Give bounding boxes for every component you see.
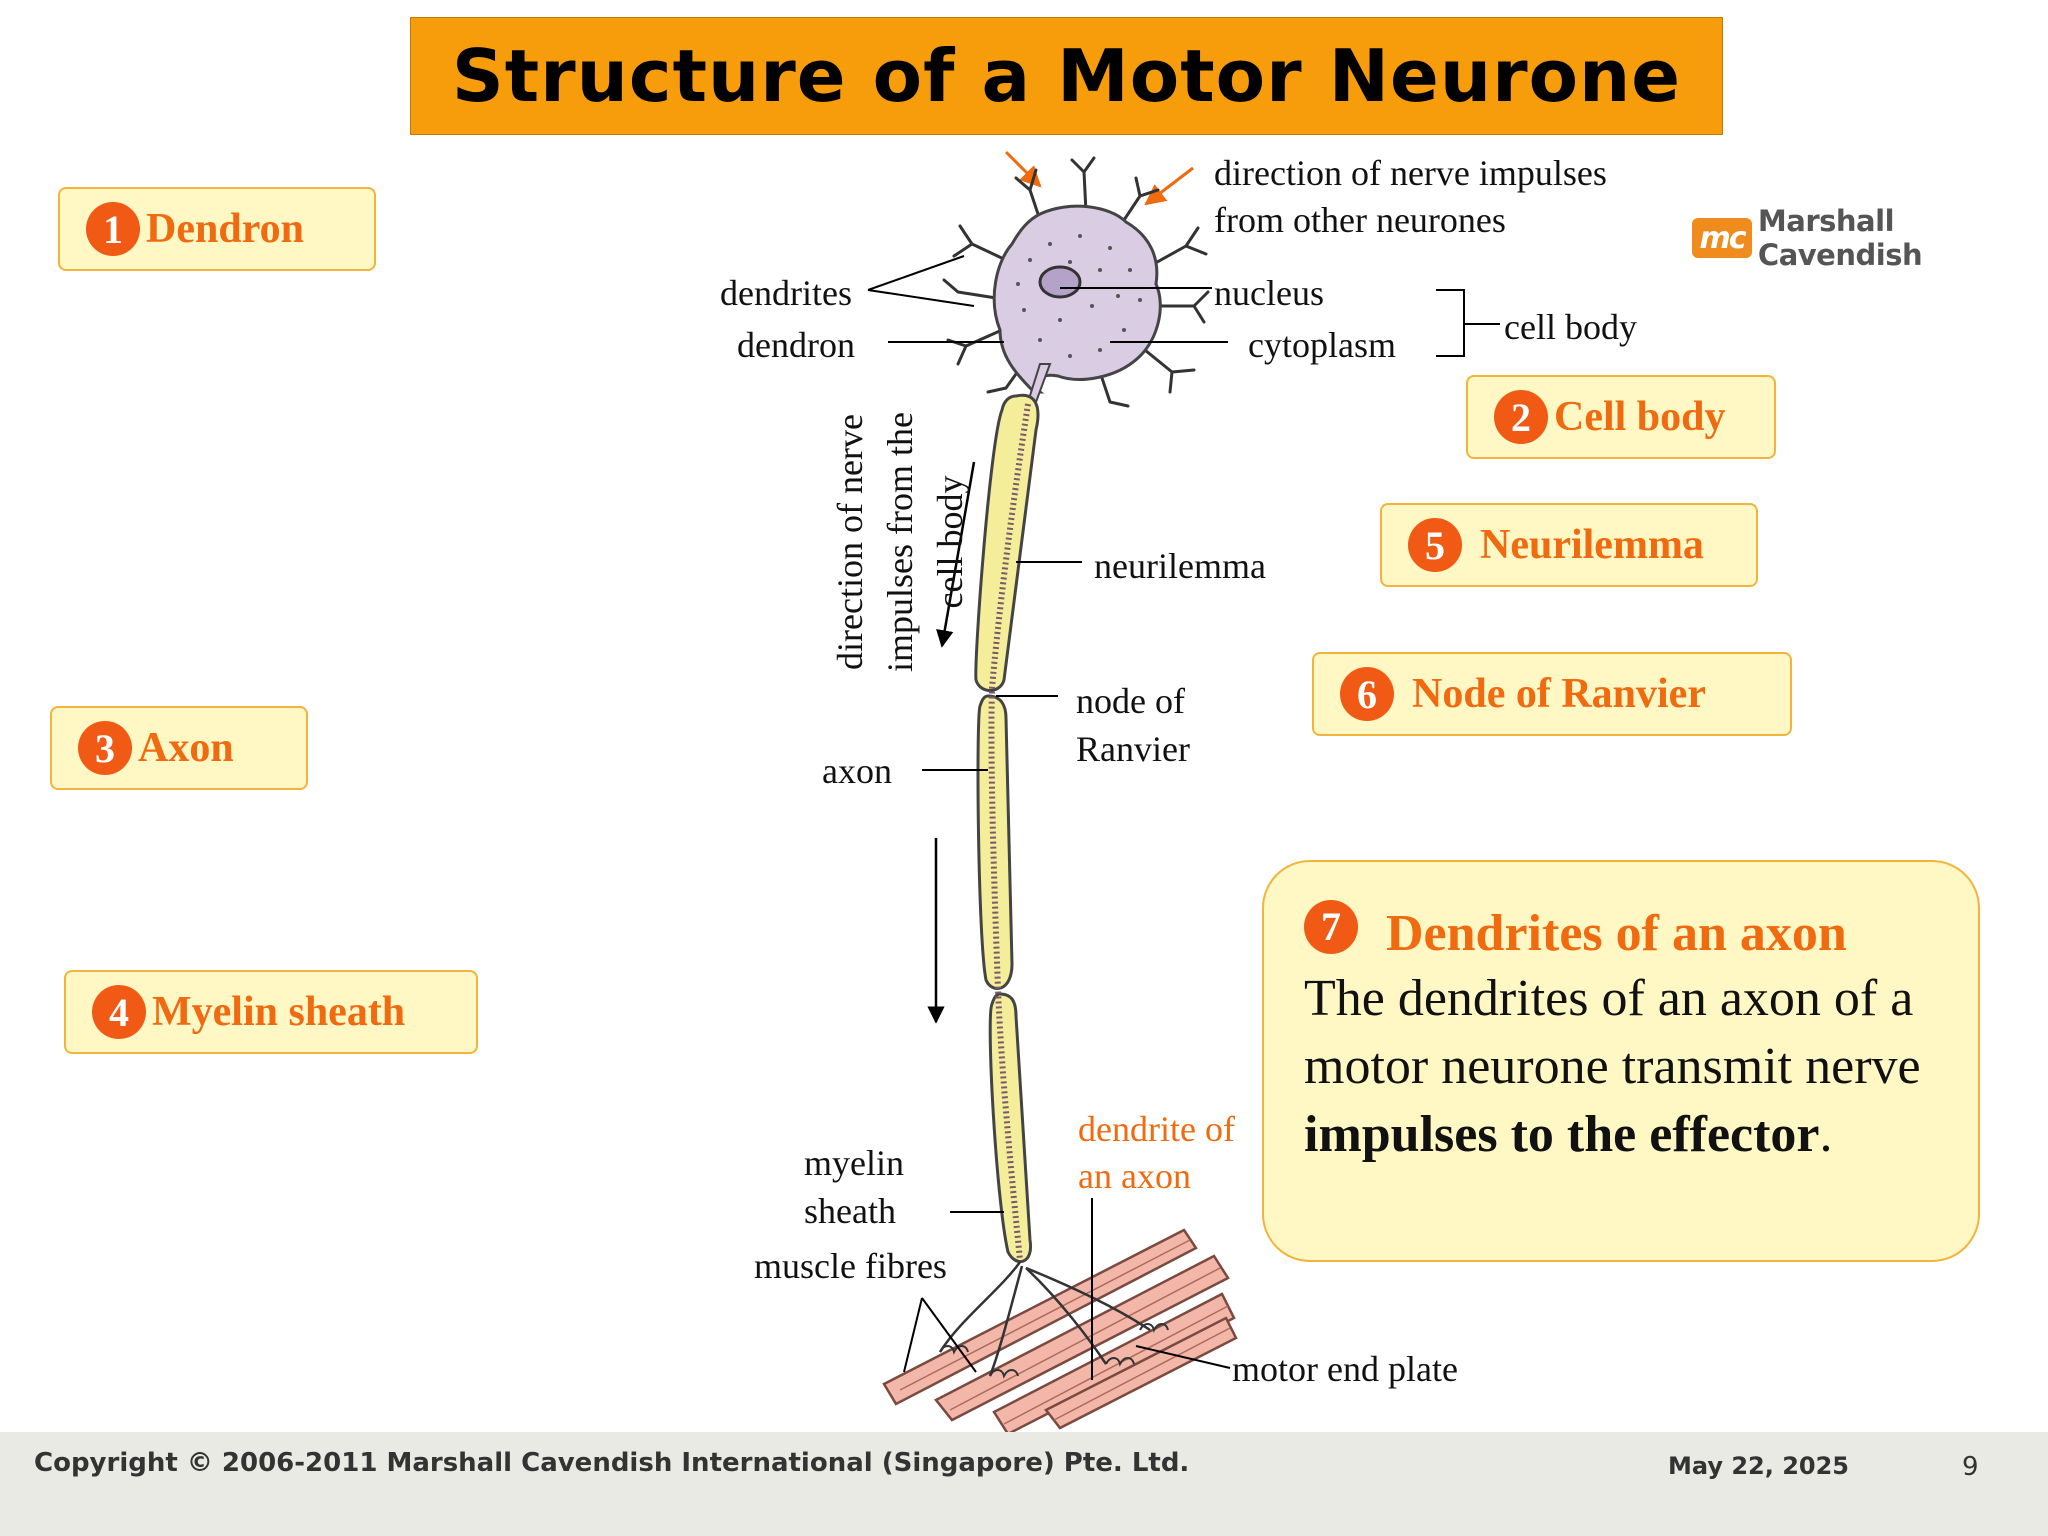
direction-arrow-upper	[936, 461, 976, 648]
label-neurilemma: neurilemma	[1094, 546, 1266, 586]
label-myelin-1: myelin	[804, 1143, 904, 1183]
label-direction-out-3: cell body	[930, 475, 970, 609]
info-box-dendrites-of-axon: 7 Dendrites of an axon The dendrites of …	[1262, 860, 1980, 1262]
tag-number: 6	[1340, 667, 1394, 721]
nucleus-shape	[1038, 265, 1082, 299]
label-axon: axon	[822, 751, 892, 791]
tag-myelin-sheath[interactable]: 4 Myelin sheath	[64, 970, 478, 1054]
info-body: The dendrites of an axon of a motor neur…	[1304, 965, 1948, 1169]
tag-number: 5	[1408, 518, 1462, 572]
publisher-logo: mc Marshall Cavendish	[1692, 204, 2048, 272]
tag-label: Axon	[138, 725, 234, 771]
tag-node-of-ranvier[interactable]: 6 Node of Ranvier	[1312, 652, 1792, 736]
tag-cell-body[interactable]: 2 Cell body	[1466, 375, 1776, 459]
label-direction-in-1: direction of nerve impulses	[1214, 153, 1607, 193]
label-node-1: node of	[1076, 681, 1185, 721]
tag-neurilemma[interactable]: 5 Neurilemma	[1380, 503, 1758, 587]
footer-date: May 22, 2025	[1668, 1452, 1850, 1480]
tag-number: 1	[86, 202, 140, 256]
tag-label: Node of Ranvier	[1412, 671, 1706, 717]
info-number: 7	[1304, 899, 1358, 954]
tag-dendron[interactable]: 1 Dendron	[58, 187, 376, 271]
motor-end-plates	[939, 1323, 1169, 1379]
footer: Copyright © 2006-2011 Marshall Cavendish…	[0, 1432, 2048, 1536]
title-bar: Structure of a Motor Neurone	[410, 17, 1723, 135]
info-body-bold: impulses to the effector	[1304, 1106, 1820, 1163]
incoming-arrow-right	[1144, 166, 1194, 206]
muscle-striations	[899, 1239, 1231, 1425]
label-dendrite-axon-1: dendrite of	[1078, 1109, 1235, 1149]
tag-number: 2	[1494, 390, 1548, 444]
label-cytoplasm: cytoplasm	[1248, 325, 1396, 365]
info-heading: Dendrites of an axon	[1386, 905, 1847, 962]
tag-label: Myelin sheath	[152, 989, 406, 1035]
leader-lines	[867, 255, 1500, 1380]
label-dendron: dendron	[737, 325, 855, 365]
label-muscle-fibres: muscle fibres	[754, 1246, 947, 1286]
label-nucleus: nucleus	[1214, 273, 1324, 313]
info-body-end: .	[1819, 1106, 1833, 1163]
logo-text: Marshall Cavendish	[1757, 204, 1923, 272]
cell-body-shape	[992, 204, 1162, 394]
footer-page-number: 9	[1962, 1452, 1979, 1482]
tag-label: Cell body	[1554, 394, 1726, 440]
tag-number: 3	[78, 721, 132, 775]
axon-terminals	[938, 1261, 1151, 1377]
label-direction-out-2: impulses from the	[880, 412, 920, 672]
cytoplasm-dots	[1016, 234, 1142, 358]
label-cell-body: cell body	[1504, 307, 1637, 347]
label-motor-end-plate: motor end plate	[1232, 1349, 1458, 1389]
info-body-start: The dendrites of an axon of a motor neur…	[1304, 970, 1921, 1095]
footer-copyright: Copyright © 2006-2011 Marshall Cavendish…	[34, 1448, 1190, 1478]
label-node-2: Ranvier	[1076, 729, 1190, 769]
tag-label: Dendron	[146, 206, 304, 252]
tag-number: 4	[92, 985, 146, 1039]
label-direction-out-1: direction of nerve	[830, 414, 870, 670]
page-title: Structure of a Motor Neurone	[451, 34, 1682, 118]
label-dendrite-axon-2: an axon	[1078, 1156, 1191, 1196]
tag-label: Neurilemma	[1480, 522, 1704, 568]
label-direction-in-2: from other neurones	[1214, 200, 1506, 240]
label-dendrites: dendrites	[720, 273, 852, 313]
tag-axon[interactable]: 3 Axon	[50, 706, 308, 790]
logo-mark: mc	[1692, 218, 1752, 258]
label-myelin-2: sheath	[804, 1191, 896, 1231]
